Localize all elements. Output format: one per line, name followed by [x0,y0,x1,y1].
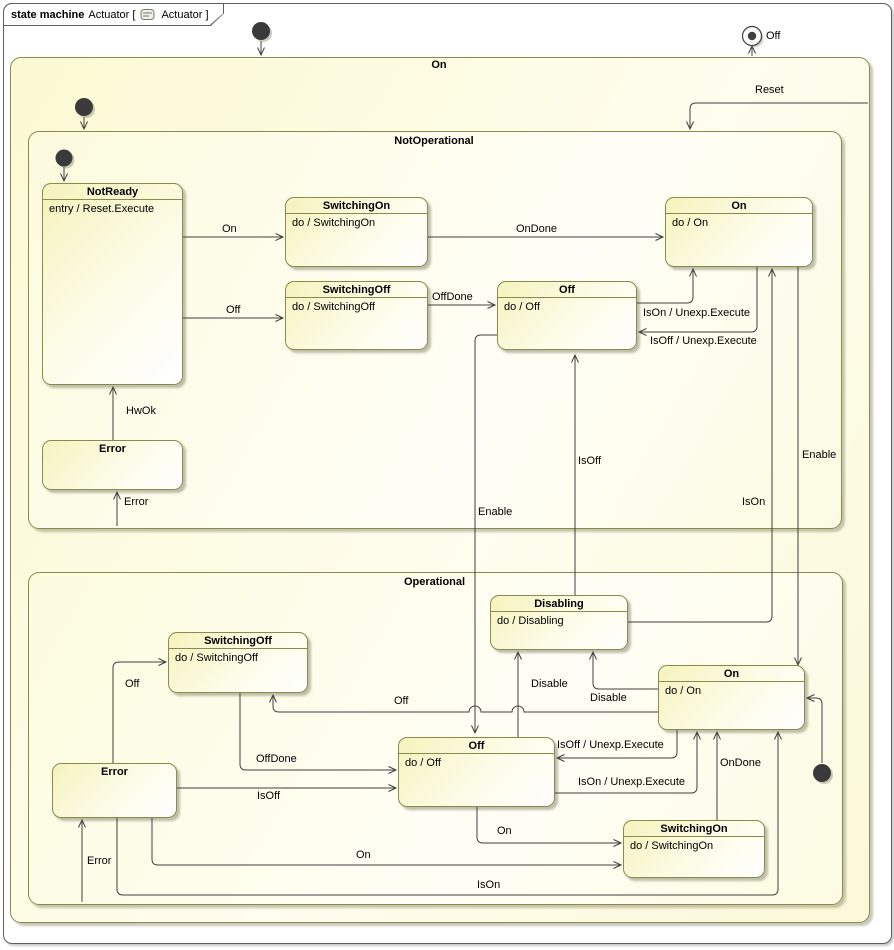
diagram-title-tab: state machine Actuator [ Actuator ] [3,3,224,26]
label-reset[interactable]: Reset [755,84,784,96]
label-notop-on[interactable]: On [222,223,237,235]
label-hwok[interactable]: HwOk [126,405,156,417]
state-op-error[interactable]: Error [52,763,177,818]
state-op-switchingoff[interactable]: SwitchingOff do / SwitchingOff [168,632,308,693]
state-notop-off[interactable]: Off do / Off [497,281,637,350]
label-notop-isoff-unexp[interactable]: IsOff / Unexp.Execute [650,335,757,347]
state-notop-on[interactable]: On do / On [665,197,813,267]
composite-state-notoperational-title: NotOperational [394,135,474,147]
label-notop-ondone[interactable]: OnDone [516,223,557,235]
state-notop-switchingoff[interactable]: SwitchingOff do / SwitchingOff [285,281,428,350]
composite-state-on-title: On [431,59,447,71]
state-op-on[interactable]: On do / On [658,665,805,730]
state-op-disabling[interactable]: Disabling do / Disabling [490,595,628,650]
state-op-off[interactable]: Off do / Off [398,737,555,807]
label-enable-right[interactable]: Enable [802,449,837,461]
label-notop-offdone[interactable]: OffDone [432,291,473,303]
state-notop-error[interactable]: Error [42,440,183,490]
state-notop-switchingon[interactable]: SwitchingOn do / SwitchingOn [285,197,428,267]
label-op-disable-2[interactable]: Disable [590,692,627,704]
label-enable-left[interactable]: Enable [478,506,513,518]
label-op-ison-unexp[interactable]: IsOn / Unexp.Execute [578,776,685,788]
label-op-isoff-unexp[interactable]: IsOff / Unexp.Execute [557,739,664,751]
label-exit-off[interactable]: Off [766,30,781,42]
label-op-error[interactable]: Error [87,855,112,867]
label-op-off-from-error[interactable]: Off [125,678,140,690]
label-op-disable-1[interactable]: Disable [531,678,568,690]
label-isoff-mid[interactable]: IsOff [578,455,602,467]
label-notop-error[interactable]: Error [124,496,149,508]
label-op-isoff[interactable]: IsOff [257,790,281,802]
state-notready[interactable]: NotReady entry / Reset.Execute [42,183,183,385]
label-op-ondone[interactable]: OnDone [720,757,761,769]
label-notop-off[interactable]: Off [226,304,241,316]
composite-state-operational-title: Operational [403,576,466,588]
state-op-switchingon[interactable]: SwitchingOn do / SwitchingOn [623,820,765,878]
state-machine-icon [140,9,155,20]
label-op-on-from-error[interactable]: On [356,849,371,861]
diagram-name-label: Actuator [ [88,8,136,21]
diagram-context-label: Actuator ] [161,8,209,21]
label-op-offdone[interactable]: OffDone [256,753,297,765]
label-notop-ison-unexp[interactable]: IsOn / Unexp.Execute [643,307,750,319]
diagram-kind-label: state machine [11,8,85,21]
label-op-on-from-off[interactable]: On [497,825,512,837]
label-ison-mid[interactable]: IsOn [742,496,766,508]
label-op-ison[interactable]: IsOn [477,879,501,891]
label-op-off-from-on[interactable]: Off [394,695,409,707]
